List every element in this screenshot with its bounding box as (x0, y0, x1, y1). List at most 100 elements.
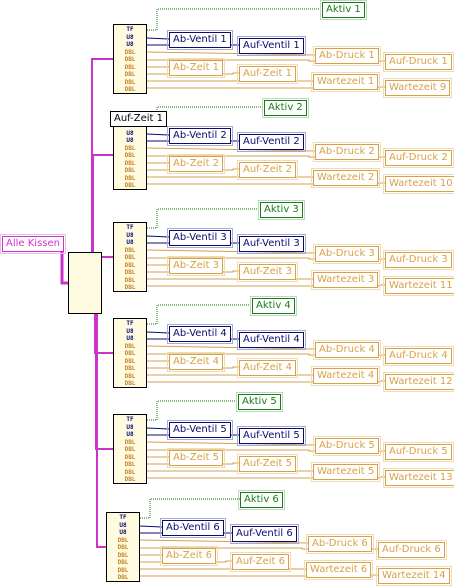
aktiv-wire (140, 498, 240, 519)
unbundle-row-label: TF (126, 224, 134, 231)
unbundle-row-label: DBL (124, 276, 136, 284)
aktiv-indicator[interactable]: Aktiv 2 (262, 98, 309, 118)
wartezeit-indicator[interactable]: Wartezeit 9 (382, 78, 453, 98)
unbundle-row-label: DBL (124, 284, 136, 291)
unbundle-row-label: DBL (117, 559, 129, 566)
ab-ventil-indicator[interactable]: Ab-Ventil 3 (167, 228, 233, 248)
ab-druck-indicator[interactable]: Ab-Druck 1 (313, 46, 381, 66)
unbundle-row-label: DBL (124, 342, 136, 350)
auf-druck-indicator[interactable]: Auf-Druck 6 (376, 540, 447, 560)
ab-druck-wire (146, 51, 316, 56)
ab-druck-indicator[interactable]: Ab-Druck 3 (313, 244, 381, 264)
ab-ventil-wire (146, 427, 170, 430)
wartezeit-indicator[interactable]: Wartezeit 3 (310, 270, 381, 290)
unbundle-row-label: DBL (124, 350, 136, 357)
unbundle-row-label: DBL (124, 174, 136, 182)
ab-ventil-indicator[interactable]: Ab-Ventil 4 (167, 324, 233, 344)
aktiv-indicator[interactable]: Aktiv 3 (258, 200, 305, 220)
ab-zeit-indicator[interactable]: Ab-Zeit 4 (166, 352, 226, 372)
auf-druck-indicator[interactable]: Auf-Druck 3 (383, 250, 454, 270)
unbundle-row-label: U8 (119, 529, 127, 536)
auf-zeit-indicator[interactable]: Auf-Zeit 1 (236, 64, 299, 84)
wartezeit-indicator[interactable]: Wartezeit 2 (310, 168, 381, 188)
index-array-node[interactable] (68, 252, 102, 314)
unbundle-row-label: DBL (124, 380, 136, 387)
auf-zeit-header-label[interactable]: Auf-Zeit 1 (110, 111, 168, 127)
wartezeit-indicator[interactable]: Wartezeit 11 (383, 276, 454, 296)
auf-druck-indicator[interactable]: Auf-Druck 4 (383, 346, 454, 366)
aktiv-indicator[interactable]: Aktiv 5 (236, 392, 283, 412)
ab-ventil-indicator[interactable]: Ab-Ventil 5 (167, 420, 233, 440)
unbundle-row-label: DBL (124, 152, 136, 159)
unbundle-row-label: DBL (124, 261, 136, 269)
auf-druck-indicator[interactable]: Auf-Druck 5 (383, 442, 454, 462)
unbundle-row-label: DBL (124, 56, 136, 63)
wartezeit-indicator[interactable]: Wartezeit 1 (310, 72, 381, 92)
aktiv-indicator[interactable]: Aktiv 1 (320, 0, 367, 20)
auf-ventil-indicator[interactable]: Auf-Ventil 1 (237, 36, 306, 56)
ab-druck-indicator[interactable]: Ab-Druck 2 (313, 142, 381, 162)
ab-ventil-indicator[interactable]: Ab-Ventil 1 (167, 30, 233, 50)
unbundle-row-label: DBL (124, 476, 136, 483)
wartezeit-indicator[interactable]: Wartezeit 10 (383, 174, 454, 194)
alle-kissen-control[interactable]: Alle Kissen (0, 234, 66, 254)
ab-ventil-wire (146, 331, 170, 334)
auf-ventil-indicator[interactable]: Auf-Ventil 6 (230, 524, 299, 544)
ab-zeit-indicator[interactable]: Ab-Zeit 1 (166, 58, 226, 78)
aktiv-indicator[interactable]: Aktiv 4 (250, 296, 297, 316)
unbundle-row-label: DBL (124, 167, 136, 174)
ab-ventil-indicator[interactable]: Ab-Ventil 6 (160, 518, 226, 538)
ab-zeit-indicator[interactable]: Ab-Zeit 6 (159, 546, 219, 566)
unbundle-row-label: DBL (117, 544, 129, 551)
auf-druck-indicator[interactable]: Auf-Druck 2 (383, 148, 454, 168)
ab-druck-indicator[interactable]: Ab-Druck 6 (306, 534, 374, 554)
unbundle-row-label: DBL (124, 254, 136, 261)
unbundle-row-label: TF (119, 514, 127, 521)
wartezeit-wire (140, 574, 378, 577)
auf-zeit-indicator[interactable]: Auf-Zeit 6 (229, 552, 292, 572)
wartezeit-indicator[interactable]: Wartezeit 5 (310, 462, 381, 482)
ab-zeit-indicator[interactable]: Ab-Zeit 3 (166, 256, 226, 276)
auf-ventil-indicator[interactable]: Auf-Ventil 3 (237, 234, 306, 254)
ab-ventil-indicator[interactable]: Ab-Ventil 2 (167, 126, 233, 146)
unbundle-row-label: DBL (124, 453, 136, 461)
unbundle-row-label: DBL (124, 159, 136, 167)
ab-zeit-indicator[interactable]: Ab-Zeit 5 (166, 448, 226, 468)
ab-zeit-indicator[interactable]: Ab-Zeit 2 (166, 154, 226, 174)
unbundle-row-label: DBL (124, 71, 136, 78)
auf-zeit-indicator[interactable]: Auf-Zeit 5 (236, 454, 299, 474)
unbundle-row-label: U8 (126, 41, 134, 48)
wartezeit-indicator[interactable]: Wartezeit 14 (376, 566, 452, 586)
unbundle-row-label: DBL (124, 246, 136, 254)
cluster-bus-wire (92, 154, 113, 267)
auf-ventil-indicator[interactable]: Auf-Ventil 4 (237, 330, 306, 350)
wartezeit-indicator[interactable]: Wartezeit 13 (383, 468, 454, 488)
ab-druck-indicator[interactable]: Ab-Druck 4 (313, 340, 381, 360)
aktiv-wire (147, 304, 252, 325)
unbundle-row-label: DBL (124, 78, 136, 86)
auf-zeit-indicator[interactable]: Auf-Zeit 2 (236, 160, 299, 180)
unbundle-row-label: DBL (124, 446, 136, 453)
ab-druck-indicator[interactable]: Ab-Druck 5 (313, 436, 381, 456)
wartezeit-indicator[interactable]: Wartezeit 6 (303, 560, 374, 580)
unbundle-row-label: DBL (124, 86, 136, 93)
auf-ventil-indicator[interactable]: Auf-Ventil 2 (237, 132, 306, 152)
wartezeit-indicator[interactable]: Wartezeit 4 (310, 366, 381, 386)
unbundle-row-label: DBL (124, 269, 136, 276)
wartezeit-indicator[interactable]: Wartezeit 12 (383, 372, 454, 392)
unbundle-row-label: TF (126, 320, 134, 327)
unbundle-row-label: U8 (126, 431, 134, 438)
aktiv-indicator[interactable]: Aktiv 6 (238, 490, 285, 510)
auf-zeit-indicator[interactable]: Auf-Zeit 3 (236, 262, 299, 282)
unbundle-row-label: TF (126, 416, 134, 423)
auf-ventil-indicator[interactable]: Auf-Ventil 5 (237, 426, 306, 446)
auf-druck-indicator[interactable]: Auf-Druck 1 (383, 52, 454, 72)
auf-zeit-indicator[interactable]: Auf-Zeit 4 (236, 358, 299, 378)
